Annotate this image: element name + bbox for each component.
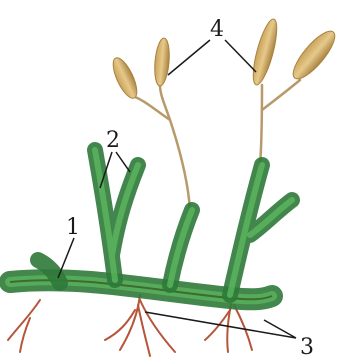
label-main-stem: 1 [66, 215, 80, 240]
label-strobili: 4 [210, 17, 224, 42]
fertile-stalks [130, 80, 300, 210]
label-leafy-branches: 2 [106, 128, 120, 153]
strobili [108, 17, 340, 101]
label-roots: 3 [300, 335, 314, 359]
